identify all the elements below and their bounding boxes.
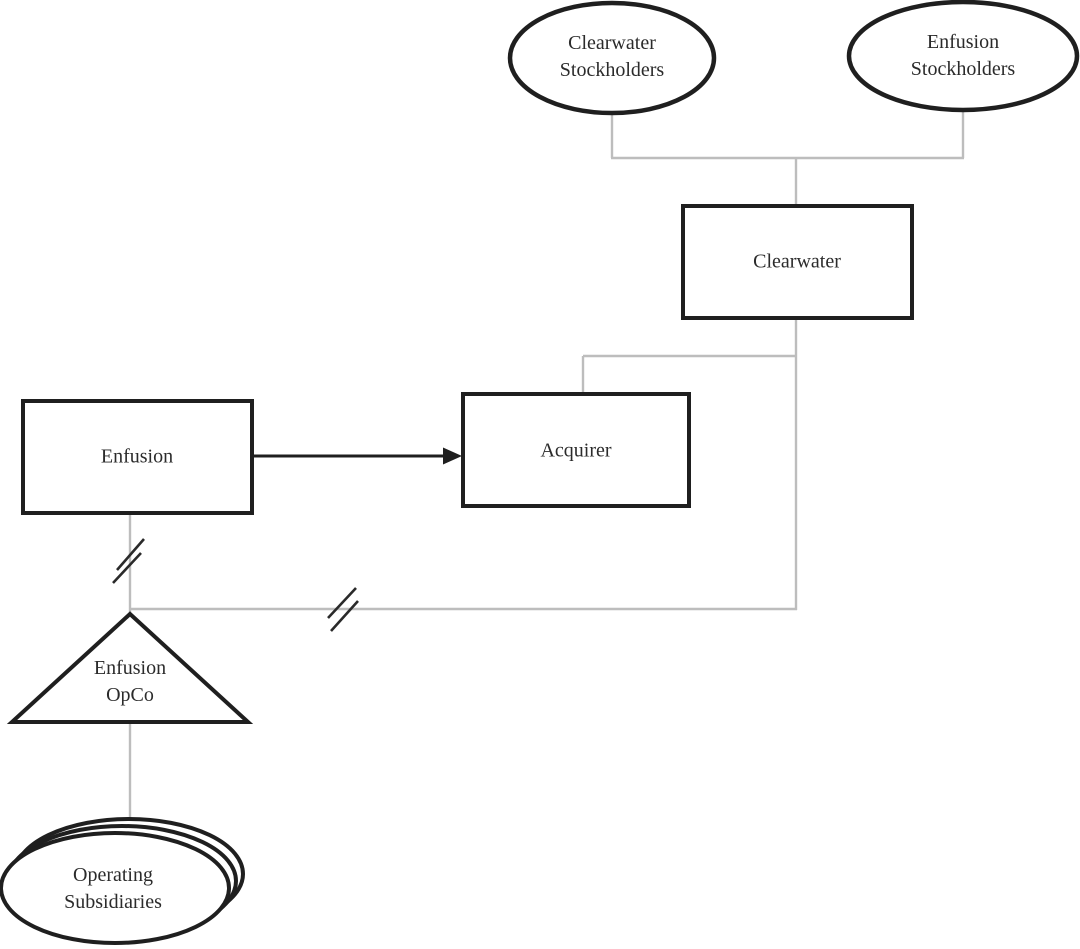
stockholders-to-clearwater-connector: [610, 110, 965, 206]
enfusion-opco-triangle: [6, 611, 254, 724]
operating-subsidiaries-stack: [0, 817, 245, 945]
hash-marks-horizontal: [327, 587, 359, 632]
clearwater-box: [681, 204, 914, 320]
hash-marks-vertical: [112, 538, 145, 584]
acquirer-box: [461, 392, 691, 508]
enfusion-acquirer-arrow: [253, 447, 462, 465]
enfusion-stockholders-ellipse: [846, 0, 1080, 113]
clearwater-to-acquirer-connector: [581, 317, 798, 610]
enfusion-box: [21, 399, 254, 515]
arrowhead-icon: [443, 447, 462, 465]
clearwater-stockholders-ellipse: [507, 0, 717, 116]
stack-ellipse-front: [0, 831, 231, 945]
connector-lines: [128, 110, 965, 824]
